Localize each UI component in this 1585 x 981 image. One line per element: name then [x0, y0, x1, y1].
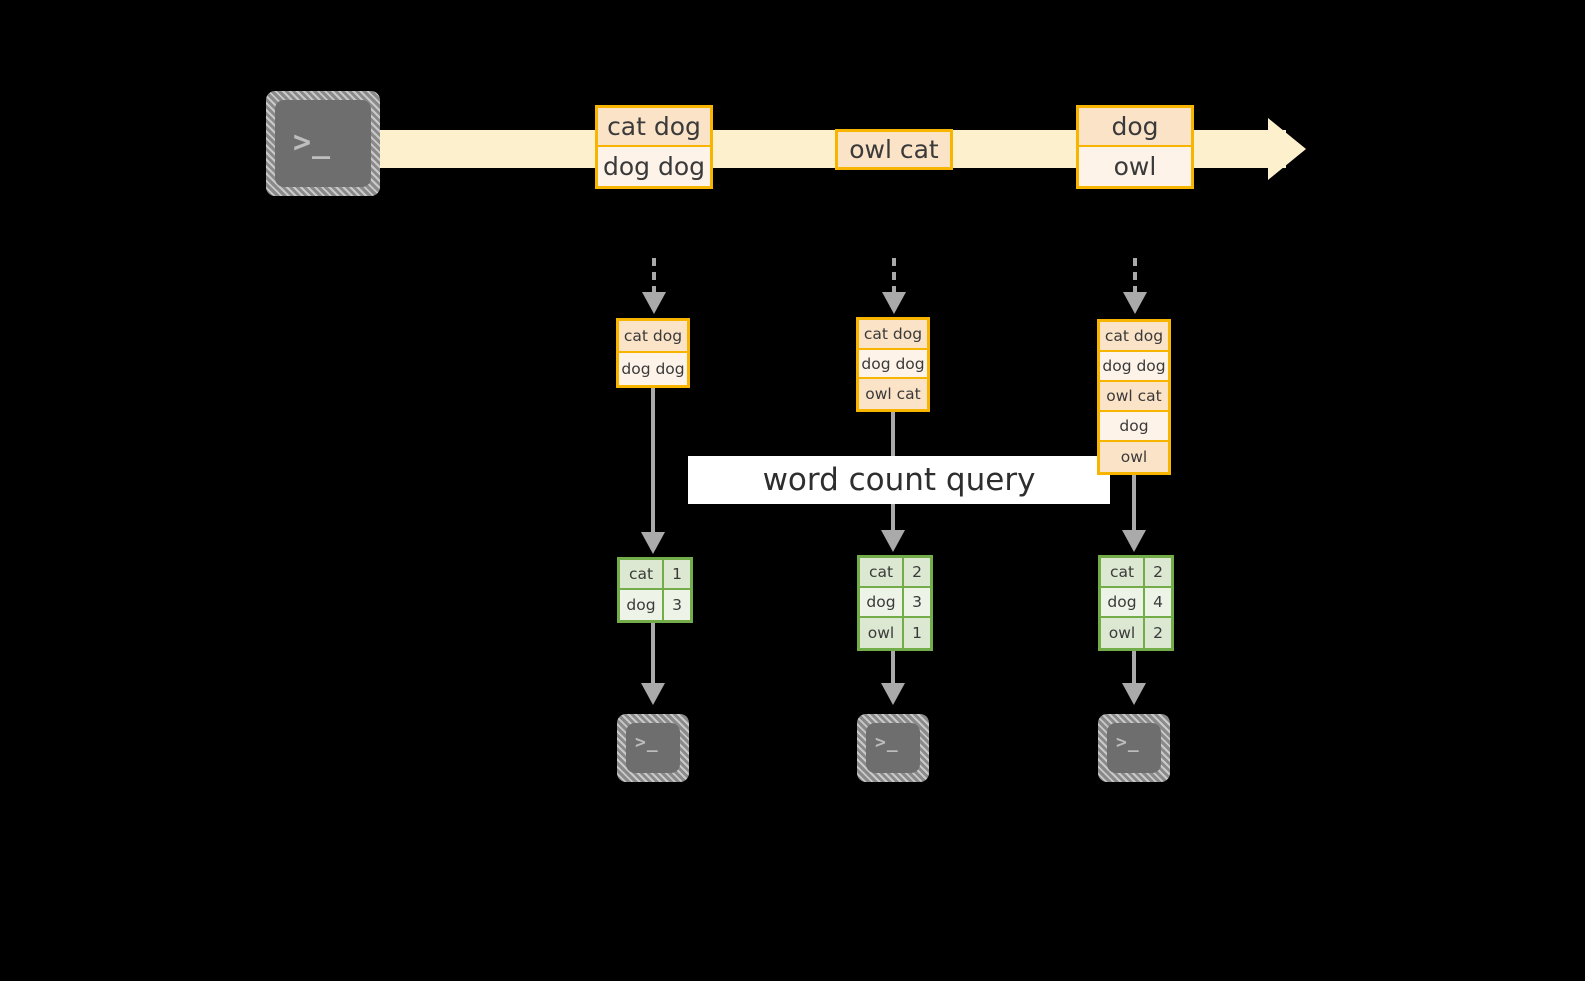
snapshot-tap-arrowhead-3 [1123, 292, 1147, 314]
terminal-body: >_ [275, 100, 371, 187]
source-terminal-icon[interactable]: >_ [266, 91, 380, 196]
snapshot-2-sink-line [891, 651, 895, 685]
stream-record-1[interactable]: cat dog dog dog [595, 105, 713, 189]
snapshot-input-line: owl cat [859, 379, 927, 409]
record-line: owl cat [838, 132, 950, 167]
snapshot-2-sink-terminal-icon[interactable]: >_ [857, 714, 929, 782]
snapshot-1-sink-terminal-icon[interactable]: >_ [617, 714, 689, 782]
result-word: cat [620, 560, 664, 588]
terminal-prompt-glyph: >_ [1116, 732, 1140, 753]
terminal-prompt-glyph: >_ [293, 125, 332, 160]
snapshot-tap-arrowhead-1 [642, 292, 666, 314]
result-count: 3 [664, 590, 690, 620]
snapshot-1-sink-arrowhead [641, 683, 665, 705]
snapshot-1-query-line [651, 388, 655, 534]
snapshot-1-result-table[interactable]: cat 1 dog 3 [617, 557, 693, 623]
record-line: cat dog [598, 108, 710, 147]
table-row: cat 2 [1101, 558, 1171, 588]
result-word: dog [860, 588, 904, 616]
result-word: dog [1101, 588, 1145, 616]
terminal-prompt-glyph: >_ [875, 732, 899, 753]
snapshot-input-line: dog [1100, 412, 1168, 442]
terminal-body: >_ [1107, 723, 1161, 773]
result-word: cat [860, 558, 904, 586]
snapshot-input-line: owl [1100, 442, 1168, 472]
table-row: owl 2 [1101, 618, 1171, 648]
result-count: 3 [904, 588, 930, 616]
snapshot-3-result-table[interactable]: cat 2 dog 4 owl 2 [1098, 555, 1174, 651]
snapshot-3-sink-line [1132, 651, 1136, 685]
result-count: 1 [664, 560, 690, 588]
snapshot-input-line: dog dog [619, 353, 687, 385]
table-row: dog 3 [860, 588, 930, 618]
snapshot-tap-line-2 [892, 258, 896, 294]
stream-arrow-head [1268, 118, 1306, 180]
table-row: cat 2 [860, 558, 930, 588]
table-row: cat 1 [620, 560, 690, 590]
snapshot-1-input-list[interactable]: cat dog dog dog [616, 318, 690, 388]
snapshot-3-sink-arrowhead [1122, 683, 1146, 705]
record-line: owl [1079, 147, 1191, 186]
snapshot-2-query-arrowhead [881, 530, 905, 552]
snapshot-tap-line-3 [1133, 258, 1137, 294]
snapshot-input-line: dog dog [1100, 352, 1168, 382]
snapshot-tap-arrowhead-2 [882, 292, 906, 314]
snapshot-input-line: dog dog [859, 349, 927, 380]
result-count: 1 [904, 618, 930, 648]
table-row: dog 3 [620, 590, 690, 620]
snapshot-1-sink-line [651, 623, 655, 685]
stream-record-3[interactable]: dog owl [1076, 105, 1194, 189]
snapshot-tap-line-1 [652, 258, 656, 294]
snapshot-input-line: cat dog [619, 321, 687, 353]
table-row: dog 4 [1101, 588, 1171, 618]
snapshot-3-query-line [1132, 474, 1136, 532]
snapshot-3-input-list[interactable]: cat dog dog dog owl cat dog owl [1097, 319, 1171, 475]
record-line: dog dog [598, 147, 710, 186]
snapshot-2-input-list[interactable]: cat dog dog dog owl cat [856, 317, 930, 412]
terminal-body: >_ [866, 723, 920, 773]
snapshot-3-sink-terminal-icon[interactable]: >_ [1098, 714, 1170, 782]
record-line: dog [1079, 108, 1191, 147]
snapshot-input-line: owl cat [1100, 382, 1168, 412]
snapshot-2-sink-arrowhead [881, 683, 905, 705]
result-count: 2 [1145, 618, 1171, 648]
result-count: 2 [904, 558, 930, 586]
result-word: owl [860, 618, 904, 648]
snapshot-input-line: cat dog [1100, 322, 1168, 352]
result-count: 2 [1145, 558, 1171, 586]
terminal-body: >_ [626, 723, 680, 773]
snapshot-input-line: cat dog [859, 320, 927, 350]
result-word: owl [1101, 618, 1145, 648]
table-row: owl 1 [860, 618, 930, 648]
result-word: cat [1101, 558, 1145, 586]
query-label-text: word count query [762, 462, 1036, 498]
result-count: 4 [1145, 588, 1171, 616]
query-label-band: word count query [688, 456, 1110, 504]
snapshot-2-result-table[interactable]: cat 2 dog 3 owl 1 [857, 555, 933, 651]
snapshot-1-query-arrowhead [641, 532, 665, 554]
stream-record-2[interactable]: owl cat [835, 129, 953, 170]
terminal-prompt-glyph: >_ [635, 732, 659, 753]
snapshot-3-query-arrowhead [1122, 530, 1146, 552]
result-word: dog [620, 590, 664, 620]
